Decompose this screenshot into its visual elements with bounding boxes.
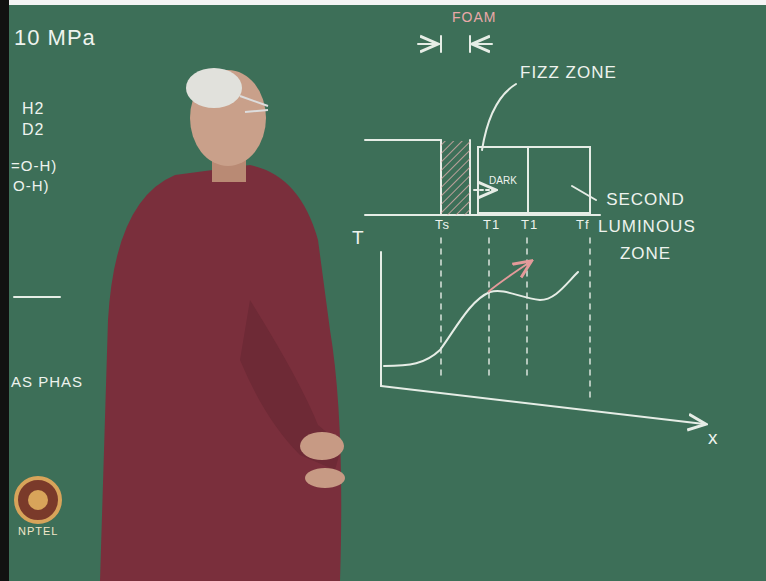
chalk-label: T xyxy=(352,228,365,249)
zone-label: DARK xyxy=(489,175,517,186)
chalk-label: H2 xyxy=(22,100,44,118)
chalk-label: Tf xyxy=(576,218,590,232)
chalk-label: T1 xyxy=(483,218,500,232)
chalk-label: O-H) xyxy=(13,178,50,195)
chalk-label: T1 xyxy=(521,218,538,232)
chalk-label: SECOND LUMINOUS ZONE xyxy=(598,186,693,268)
chalk-label: D2 xyxy=(22,121,44,139)
zone-box: DARK xyxy=(478,147,528,213)
chalk-label: NPTEL xyxy=(18,525,58,537)
chalk-label: FOAM xyxy=(452,10,496,25)
chalk-label: =O-H) xyxy=(11,158,57,175)
chalk-label: FIZZ ZONE xyxy=(520,64,617,83)
lecturer-figure xyxy=(100,68,345,581)
chalk-label: 10 MPa xyxy=(14,26,96,50)
chalk-label: Ts xyxy=(435,218,450,232)
chalk-label: AS PHAS xyxy=(11,374,83,391)
chalk-label: x xyxy=(708,428,719,449)
